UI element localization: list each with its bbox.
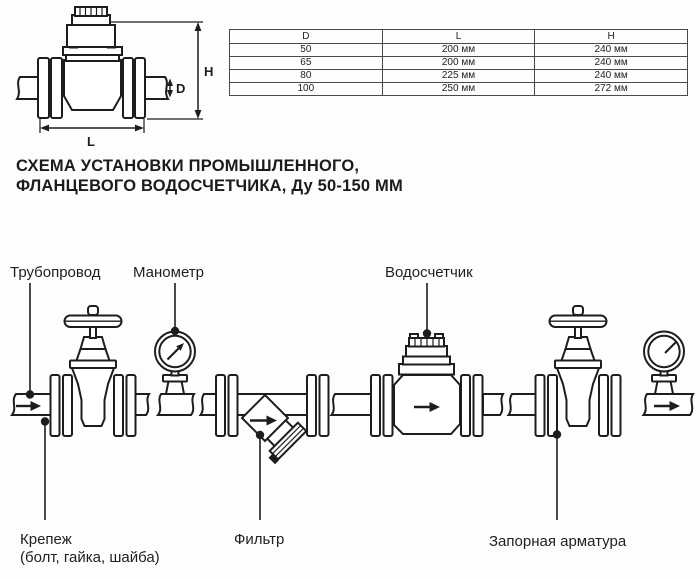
gate-valve-right-icon <box>536 306 621 436</box>
pipe-segment <box>198 393 217 416</box>
table-cell: 272 мм <box>534 82 688 96</box>
label-shutoff-valve: Запорная арматура <box>489 533 627 550</box>
table-cell: 65 <box>229 56 383 70</box>
flange <box>122 57 134 119</box>
flange-pair <box>370 374 394 437</box>
table-header-l: L <box>381 29 536 44</box>
flow-arrow-icon <box>414 402 440 412</box>
meter-body <box>63 59 122 111</box>
flange <box>50 57 63 119</box>
callout-dot <box>25 390 35 399</box>
flange <box>37 57 50 119</box>
table-row: 50 200 мм 240 мм <box>229 43 688 57</box>
table-row: 100 250 мм 272 мм <box>229 82 688 96</box>
gate-valve-left-icon <box>51 306 136 436</box>
scheme-title-line2: ФЛАНЦЕВОГО ВОДОСЧЕТЧИКА, Ду 50-150 ММ <box>16 177 403 195</box>
pressure-gauge-right-needle <box>664 340 678 354</box>
table-cell: 50 <box>229 43 383 57</box>
table-cell: 200 мм <box>381 56 536 70</box>
table-header-h: H <box>534 29 688 44</box>
label-fasteners-detail: (болт, гайка, шайба) <box>20 549 160 566</box>
pressure-gauge-right-icon <box>643 330 685 395</box>
installation-scheme: Трубопровод Манометр Водосчетчик Крепеж … <box>9 264 695 566</box>
h-dimension: H <box>110 21 213 120</box>
callout-dot <box>170 326 180 336</box>
scheme-title-line1: СХЕМА УСТАНОВКИ ПРОМЫШЛЕННОГО, <box>16 157 360 175</box>
h-dimension-label: H <box>204 64 213 79</box>
flange-pair <box>460 374 484 437</box>
pipe-segment <box>329 393 372 416</box>
flow-arrow-icon <box>16 401 41 411</box>
flange-pair <box>306 374 330 437</box>
label-manometer: Манометр <box>133 264 204 281</box>
label-filter: Фильтр <box>234 531 284 548</box>
table-header-row: D L H <box>229 29 688 44</box>
table-cell: 100 <box>229 82 383 96</box>
d-dimension-label: D <box>176 81 185 96</box>
pipe-outlet-segment <box>641 393 695 416</box>
table-cell: 225 мм <box>381 69 536 83</box>
table-cell: 240 мм <box>534 43 688 57</box>
flange <box>134 57 146 119</box>
label-fasteners: Крепеж <box>20 531 72 548</box>
table-cell: 250 мм <box>381 82 536 96</box>
flow-arrow-icon <box>654 401 680 411</box>
pipe-left <box>15 76 41 100</box>
table-cell: 200 мм <box>381 43 536 57</box>
table-header-d: D <box>229 29 383 44</box>
label-water-meter: Водосчетчик <box>385 264 473 281</box>
table-row: 80 225 мм 240 мм <box>229 69 688 83</box>
strainer-filter-icon <box>240 393 308 465</box>
d-dimension: D <box>167 78 185 98</box>
table-cell: 240 мм <box>534 69 688 83</box>
table-cell: 240 мм <box>534 56 688 70</box>
meter-head <box>66 24 116 48</box>
pressure-gauge-left-icon <box>154 330 196 395</box>
callout-dot <box>255 430 265 440</box>
callout-dot <box>422 329 432 338</box>
l-dimension: L <box>39 119 145 149</box>
callout-dot <box>40 417 50 426</box>
filter-drain-plug <box>268 453 279 465</box>
l-dimension-label: L <box>87 134 95 149</box>
pipe-segment <box>482 393 505 416</box>
table-cell: 80 <box>229 69 383 83</box>
water-meter-icon <box>393 333 461 435</box>
pipe-gauge-segment <box>155 393 196 416</box>
pipe-segment <box>506 393 537 416</box>
table-row: 65 200 мм 240 мм <box>229 56 688 70</box>
size-table: D L H 50 200 мм 240 мм 65 200 мм 240 мм … <box>229 29 688 96</box>
pressure-gauge-left-needle <box>166 343 184 361</box>
callout-dot <box>552 430 562 439</box>
pipe-right <box>143 76 170 100</box>
pipe-segment <box>134 393 151 416</box>
label-pipeline: Трубопровод <box>10 264 101 281</box>
flow-arrow-icon <box>250 415 277 426</box>
flange-pair <box>215 374 239 437</box>
meter-cap-knurl <box>79 7 103 16</box>
water-meter-dimension-drawing: H D L <box>15 6 213 149</box>
scheme-title: СХЕМА УСТАНОВКИ ПРОМЫШЛЕННОГО, ФЛАНЦЕВОГ… <box>16 156 403 196</box>
